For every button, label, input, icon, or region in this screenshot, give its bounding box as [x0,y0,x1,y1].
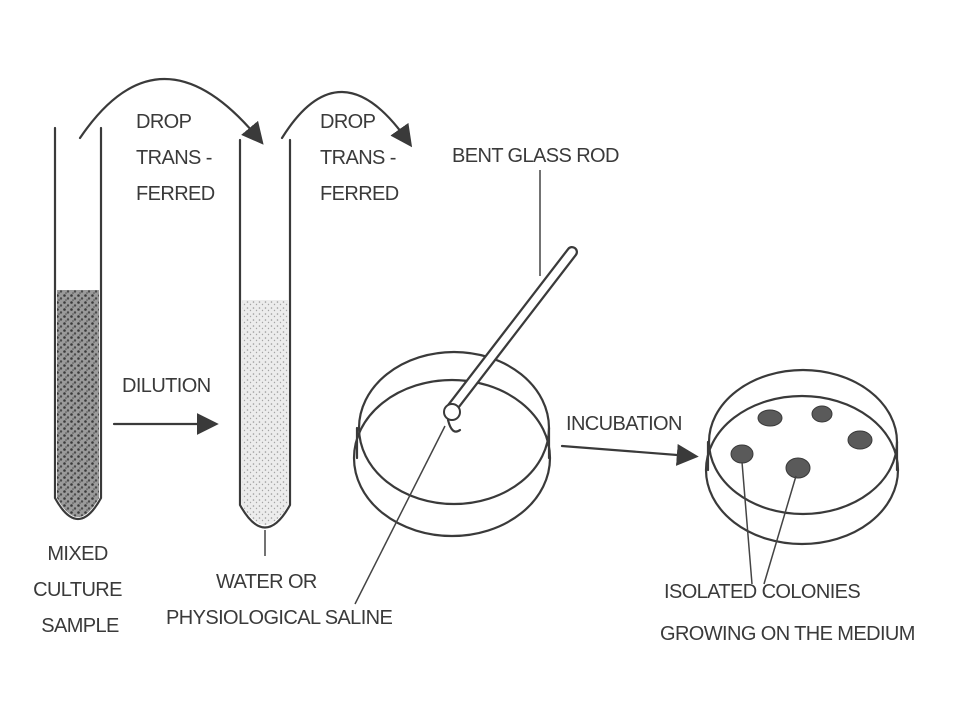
isolated-colonies-label: ISOLATED COLONIES GROWING ON THE MEDIUM [660,581,915,645]
petri-dish-icon [352,350,552,538]
drop-transferred-label-1: DROP TRANS - FERRED [136,111,217,205]
glass-rod-icon [443,246,578,433]
transfer-arrow-2 [280,90,413,148]
mixed-culture-sample-label: MIXED CULTURE SAMPLE [33,543,127,637]
water-or-saline-label: WATER OR PHYSIOLOGICAL SALINE [166,571,392,629]
bent-glass-rod-label: BENT GLASS ROD [452,145,619,167]
incubation-arrow [560,444,699,466]
petri-dish-icon [704,368,900,546]
diluted-sample-fill [242,300,288,525]
saline-leader-2 [354,425,446,605]
colony-icon [730,405,873,479]
drop-transferred-label-2: DROP TRANS - FERRED [320,111,401,205]
mixed-culture-fill [57,290,99,517]
colonies-leader [741,461,797,585]
transfer-arrow-1 [78,78,264,145]
incubation-label: INCUBATION [566,413,682,435]
dilution-label: DILUTION [122,375,211,397]
test-tube-icon [53,126,103,520]
test-tube-icon [238,138,292,529]
